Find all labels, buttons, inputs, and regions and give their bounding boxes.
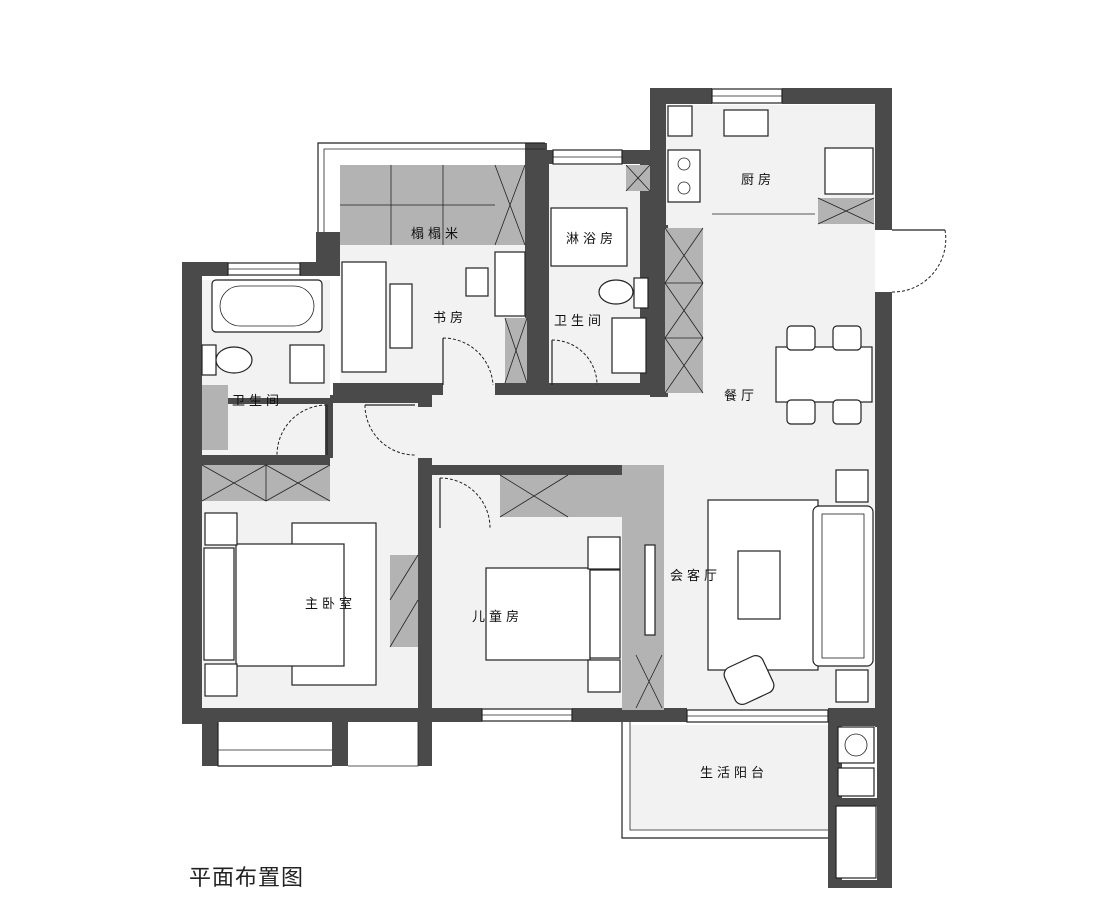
- label-dining: 餐厅: [724, 388, 758, 404]
- label-living: 会客厅: [670, 568, 721, 584]
- label-balcony: 生活阳台: [700, 766, 768, 781]
- label-kitchen: 厨房: [741, 172, 775, 188]
- doors: [276, 229, 947, 529]
- label-bath-left: 卫生间: [232, 394, 283, 409]
- walls: [182, 88, 892, 888]
- tatami-platform: [340, 164, 526, 246]
- label-master-bedroom: 主卧室: [305, 596, 356, 612]
- windows: [217, 88, 829, 839]
- plan-title: 平面布置图: [189, 866, 305, 891]
- label-bath-middle: 卫生间: [554, 314, 605, 329]
- label-kids-room: 儿童房: [472, 609, 523, 625]
- label-study: 书房: [433, 310, 467, 326]
- room-labels: 榻榻米 书房 淋浴房 卫生间 卫生间 厨房 餐厅 会客厅 主卧室 儿童房 生活阳…: [232, 172, 775, 781]
- label-shower: 淋浴房: [566, 231, 617, 247]
- cabinets: [201, 164, 875, 710]
- fixtures: [201, 105, 877, 879]
- label-tatami: 榻榻米: [411, 227, 462, 242]
